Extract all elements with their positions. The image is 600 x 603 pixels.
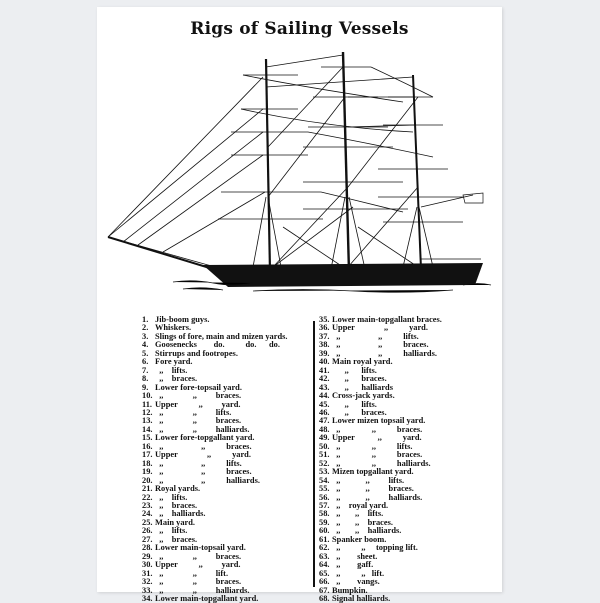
legend-item: 51. ,, ,, braces.: [319, 450, 423, 460]
legend-item: 35.Lower main-topgallant braces.: [319, 315, 442, 324]
legend-item: 11.Upper ,, yard.: [142, 399, 241, 409]
legend-item: 4.Goosenecks do. do. do.: [142, 340, 280, 350]
rigging-legend: 1.Jib-boom guys. 2.Whiskers. 3.Slings of…: [97, 315, 502, 603]
legend-item: 60. ,, ,, halliards.: [319, 526, 402, 536]
legend-item: 19. ,, ,, braces.: [142, 467, 252, 477]
legend-item: 16. ,, ,, braces.: [142, 441, 252, 451]
legend-item: 27. ,, braces.: [142, 534, 198, 544]
legend-item: 20. ,, ,, halliards.: [142, 475, 260, 485]
legend-item: 61.Spanker boom.: [319, 534, 387, 544]
legend-item: 65. ,, ,, lift.: [319, 568, 385, 578]
legend-item: 41. ,, lifts.: [319, 365, 377, 375]
legend-item: 40.Main royal yard.: [319, 357, 393, 367]
legend-column-left: 1.Jib-boom guys. 2.Whiskers. 3.Slings of…: [142, 315, 312, 603]
ship-rigging-illustration: [107, 51, 492, 293]
legend-item: 30.Upper ,, yard.: [142, 560, 241, 570]
legend-item: 54. ,, ,, lifts.: [319, 475, 405, 485]
legend-item: 38. ,, ,, braces.: [319, 340, 429, 350]
legend-item: 28.Lower main-topsail yard.: [142, 543, 246, 553]
legend-item: 32. ,, ,, braces.: [142, 577, 242, 587]
legend-item: 50. ,, ,, lifts.: [319, 441, 413, 451]
column-divider: [313, 321, 315, 587]
legend-item: 49.Upper ,, yard.: [319, 433, 422, 443]
legend-item: 10. ,, ,, braces.: [142, 391, 242, 401]
legend-item: 36.Upper ,, yard.: [319, 323, 428, 333]
legend-item: 5.Stirrups and footropes.: [142, 348, 238, 358]
legend-item: 2.Whiskers.: [142, 323, 192, 333]
legend-item: 15.Lower fore-topgallant yard.: [142, 433, 255, 443]
poster: Rigs of Sailing Vessels: [97, 7, 502, 603]
legend-item: 39. ,, ,, halliards.: [319, 348, 437, 358]
legend-item: 59. ,, ,, braces.: [319, 517, 393, 527]
legend-item: 29. ,, ,, braces.: [142, 551, 242, 561]
legend-item: 3.Slings of fore, main and mizen yards.: [142, 331, 288, 341]
legend-item: 9.Lower fore-topsail yard.: [142, 382, 242, 392]
legend-item: 33. ,, ,, halliards.: [142, 585, 250, 595]
legend-item: 37. ,, ,, lifts.: [319, 331, 419, 341]
legend-item: 24. ,, halliards.: [142, 509, 206, 519]
legend-item: 57. ,, royal yard.: [319, 500, 389, 510]
legend-item: 44.Cross-jack yards.: [319, 391, 395, 401]
legend-item: 18. ,, ,, lifts.: [142, 458, 242, 468]
legend-item: 26. ,, lifts.: [142, 526, 188, 536]
legend-item: 8. ,, braces.: [142, 374, 198, 384]
legend-item: 63. ,, sheet.: [319, 551, 378, 561]
legend-item: 55. ,, ,, braces.: [319, 484, 414, 494]
legend-item: 7. ,, lifts.: [142, 365, 188, 375]
legend-item: 1.Jib-boom guys.: [142, 315, 210, 324]
legend-column-right: 35.Lower main-topgallant braces. 36.Uppe…: [319, 315, 499, 603]
legend-item: 31. ,, ,, lift.: [142, 568, 229, 578]
legend-item: 12. ,, ,, lifts.: [142, 407, 232, 417]
legend-item: 22. ,, lifts.: [142, 492, 188, 502]
legend-item: 62. ,, ,, topping lift.: [319, 543, 418, 553]
legend-item: 13. ,, ,, braces.: [142, 416, 242, 426]
legend-item: 66. ,, vangs.: [319, 577, 380, 587]
legend-item: 47.Lower mizen topsail yard.: [319, 416, 426, 426]
legend-item: 58. ,, ,, lifts.: [319, 509, 384, 519]
legend-item: 53.Mizen topgallant yard.: [319, 467, 414, 477]
legend-item: 43. ,, halliards: [319, 382, 393, 392]
legend-item: 68.Signal halliards.: [319, 593, 391, 603]
legend-item: 34.Lower main-topgallant yard.: [142, 593, 259, 603]
legend-item: 42. ,, braces.: [319, 374, 387, 384]
legend-item: 56. ,, ,, halliards.: [319, 492, 423, 502]
legend-item: 25.Main yard.: [142, 517, 196, 527]
legend-item: 67.Bumpkin.: [319, 585, 368, 595]
legend-item: 48. ,, ,, braces.: [319, 424, 423, 434]
legend-item: 52. ,, ,, halliards.: [319, 458, 431, 468]
legend-item: 21.Royal yards.: [142, 484, 201, 494]
poster-title: Rigs of Sailing Vessels: [190, 19, 409, 39]
legend-item: 45. ,, lifts.: [319, 399, 377, 409]
legend-item: 17.Upper ,, yard.: [142, 450, 251, 460]
legend-item: 6.Fore yard.: [142, 357, 193, 367]
legend-item: 46. ,, braces.: [319, 407, 387, 417]
legend-item: 64. ,, gaff.: [319, 560, 374, 570]
legend-item: 23. ,, braces.: [142, 500, 198, 510]
legend-item: 14. ,, ,, halliards.: [142, 424, 250, 434]
